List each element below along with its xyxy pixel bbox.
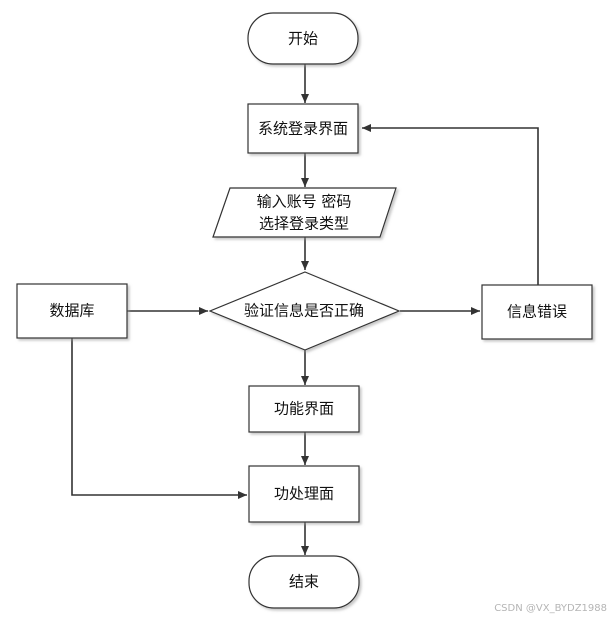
end-label: 结束 [289, 573, 319, 591]
end-node: 结束 [248, 555, 360, 609]
login-screen-shape [247, 103, 359, 154]
input-label-line1: 输入账号 密码 [257, 193, 352, 211]
error-label: 信息错误 [507, 303, 567, 321]
function-process-shape [248, 465, 360, 523]
input-label-line2: 选择登录类型 [259, 215, 349, 233]
watermark-text: CSDN @VX_BYDZ1988 [494, 603, 607, 614]
error-node: 信息错误 [481, 284, 593, 340]
arrow-error-to-login [362, 124, 539, 285]
login-screen-label: 系统登录界面 [258, 120, 348, 138]
connectors [71, 64, 539, 555]
start-node: 开始 [247, 12, 359, 65]
arrow-database-to-process [71, 338, 247, 499]
login-screen-node: 系统登录界面 [247, 103, 359, 154]
function-process-node: 功处理面 [248, 465, 360, 523]
start-shape [247, 12, 359, 65]
database-node: 数据库 [16, 283, 128, 339]
input-shape [212, 187, 397, 238]
start-label: 开始 [288, 30, 318, 48]
function-screen-shape [248, 385, 360, 433]
function-process-label: 功处理面 [274, 485, 334, 503]
database-label: 数据库 [49, 302, 94, 320]
decision-shape [208, 271, 401, 351]
input-node: 输入账号 密码 选择登录类型 [212, 187, 397, 238]
decision-node: 验证信息是否正确 [208, 271, 401, 351]
function-screen-node: 功能界面 [248, 385, 360, 433]
decision-label: 验证信息是否正确 [244, 302, 364, 320]
error-shape [481, 284, 593, 340]
function-screen-label: 功能界面 [274, 400, 334, 418]
database-shape [16, 283, 128, 339]
end-shape [248, 555, 360, 609]
